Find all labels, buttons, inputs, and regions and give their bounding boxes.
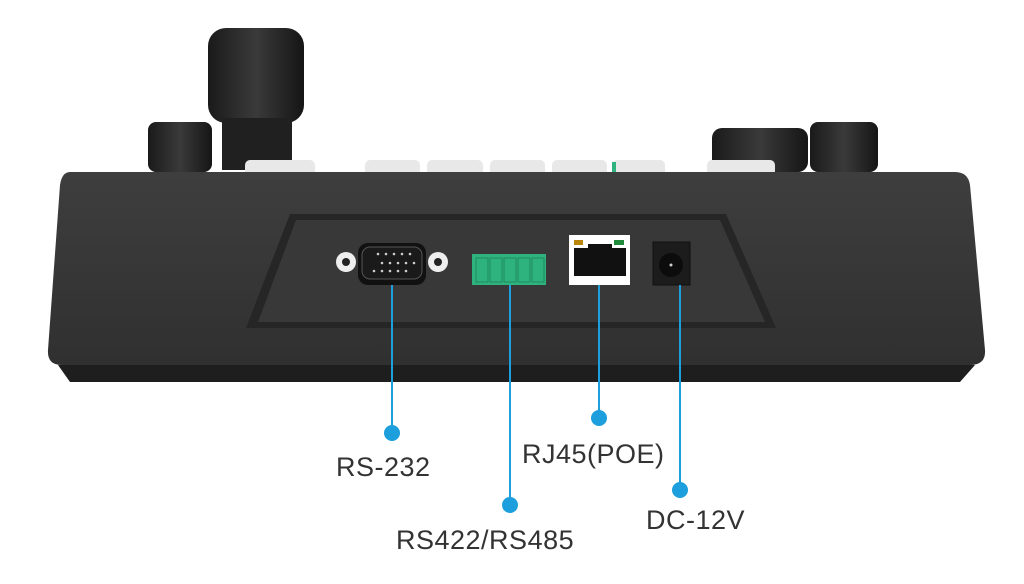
base-plate: [58, 365, 975, 382]
ethernet-port-icon: [569, 235, 630, 285]
leader-lines: [391, 285, 681, 505]
dot-rs485: [502, 497, 518, 513]
dot-dc: [672, 482, 688, 498]
label-rs232: RS-232: [336, 452, 431, 482]
joystick-icon: [208, 28, 304, 123]
label-rj45-poe: RJ45(POE): [522, 439, 665, 469]
terminal-block-icon: [472, 254, 546, 285]
label-dc-12v: DC-12V: [646, 505, 746, 535]
label-rs422-rs485: RS422/RS485: [396, 525, 575, 555]
far-right-knob: [810, 122, 878, 172]
dot-rj45: [591, 410, 607, 426]
dot-rs232: [384, 425, 400, 441]
left-knob: [148, 122, 212, 172]
dc-jack-icon: [652, 241, 691, 286]
db9-connector-icon: [336, 243, 448, 285]
